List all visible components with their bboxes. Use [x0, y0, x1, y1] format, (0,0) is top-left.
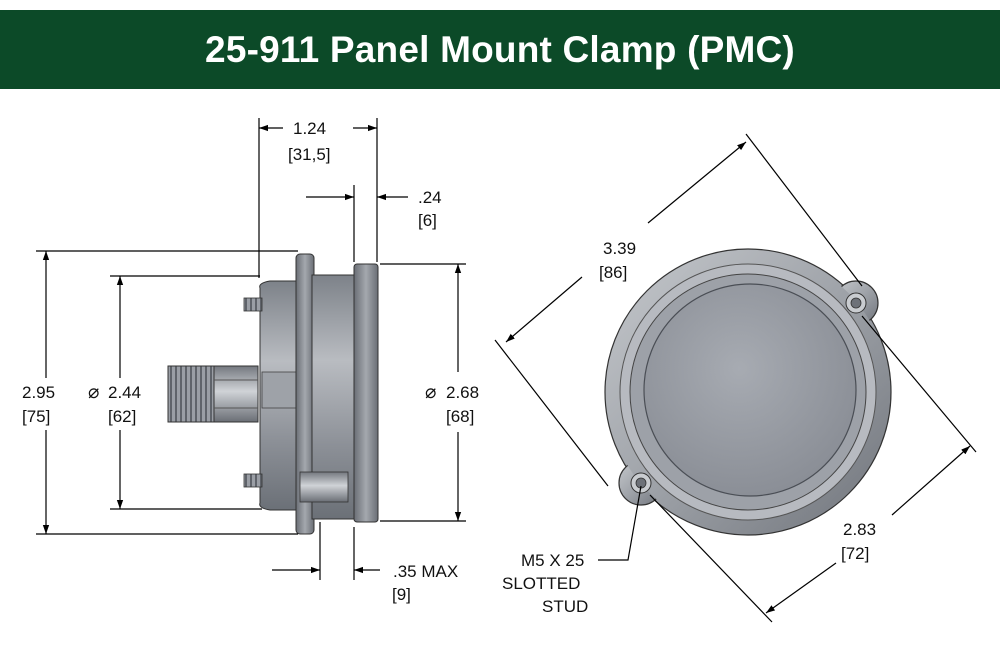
stud-label-line2: SLOTTED — [502, 574, 580, 593]
dim-depth-in: 1.24 — [293, 119, 326, 138]
lower-stud — [243, 471, 349, 503]
stud-label-line3: STUD — [542, 597, 588, 616]
stud-hole-upper — [845, 292, 867, 314]
dim-hole-mm: [72] — [841, 544, 869, 563]
dim-flange-mm: [6] — [418, 211, 437, 230]
front-view-gauge — [604, 248, 892, 536]
dim-span-mm: [86] — [599, 263, 627, 282]
dim-height-mm: [75] — [22, 407, 50, 426]
dim-height-in: 2.95 — [22, 383, 55, 402]
dim-face-dia-mm: [68] — [446, 407, 474, 426]
side-view-gauge — [167, 253, 379, 535]
dim-span-in: 3.39 — [603, 239, 636, 258]
dim-face-dia-in: 2.68 — [446, 383, 479, 402]
hex-fitting — [213, 365, 259, 423]
front-view-dimensions — [494, 133, 977, 623]
page-title: 25-911 Panel Mount Clamp (PMC) — [205, 28, 795, 70]
dia-symbol-body: ⌀ — [88, 382, 99, 403]
dim-body-dia-in: 2.44 — [108, 383, 141, 402]
dim-flange-in: .24 — [418, 188, 442, 207]
dim-hole-in: 2.83 — [843, 520, 876, 539]
gauge-dial — [643, 283, 857, 497]
threaded-stem — [167, 365, 219, 423]
dim-panel-mm: [9] — [392, 585, 411, 604]
dia-symbol-face: ⌀ — [425, 382, 436, 403]
stud-hole-lower — [630, 472, 652, 494]
side-view-dimensions — [36, 118, 466, 580]
front-view-labels: 3.39 [86] 2.83 [72] M5 X 25 SLOTTED STUD — [502, 239, 876, 616]
upper-stud — [243, 297, 263, 312]
dim-panel-in: .35 MAX — [393, 562, 458, 581]
dim-depth-mm: [31,5] — [288, 145, 331, 164]
dim-body-dia-mm: [62] — [108, 407, 136, 426]
title-bar: 25-911 Panel Mount Clamp (PMC) — [0, 10, 1000, 89]
side-view-labels: 1.24 [31,5] .24 [6] 2.95 [75] ⌀ 2.44 [62… — [22, 119, 479, 604]
stud-label-line1: M5 X 25 — [521, 551, 584, 570]
front-bezel — [353, 263, 379, 523]
